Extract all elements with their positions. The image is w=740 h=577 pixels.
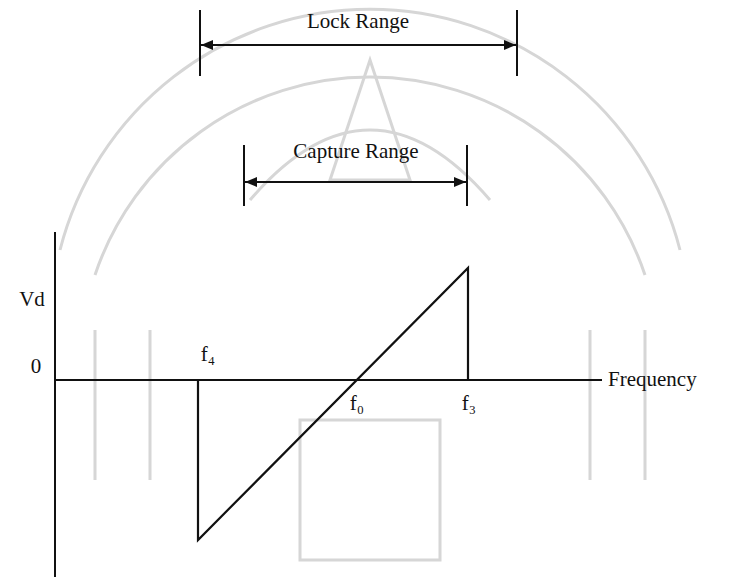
lock-range-bracket [200, 10, 517, 76]
axis-label: Vd [19, 288, 45, 311]
range-label: Lock Range [307, 10, 409, 33]
axes [55, 232, 602, 577]
axis-value: 0 [31, 355, 42, 378]
watermark [60, 9, 680, 560]
frequency-mark: f₄ [201, 343, 215, 366]
range-label: Capture Range [293, 140, 418, 163]
frequency-mark: f₃ [462, 392, 476, 415]
axis-label: Frequency [608, 368, 697, 391]
detector-characteristic [198, 268, 468, 540]
frequency-mark: f₀ [350, 392, 364, 415]
